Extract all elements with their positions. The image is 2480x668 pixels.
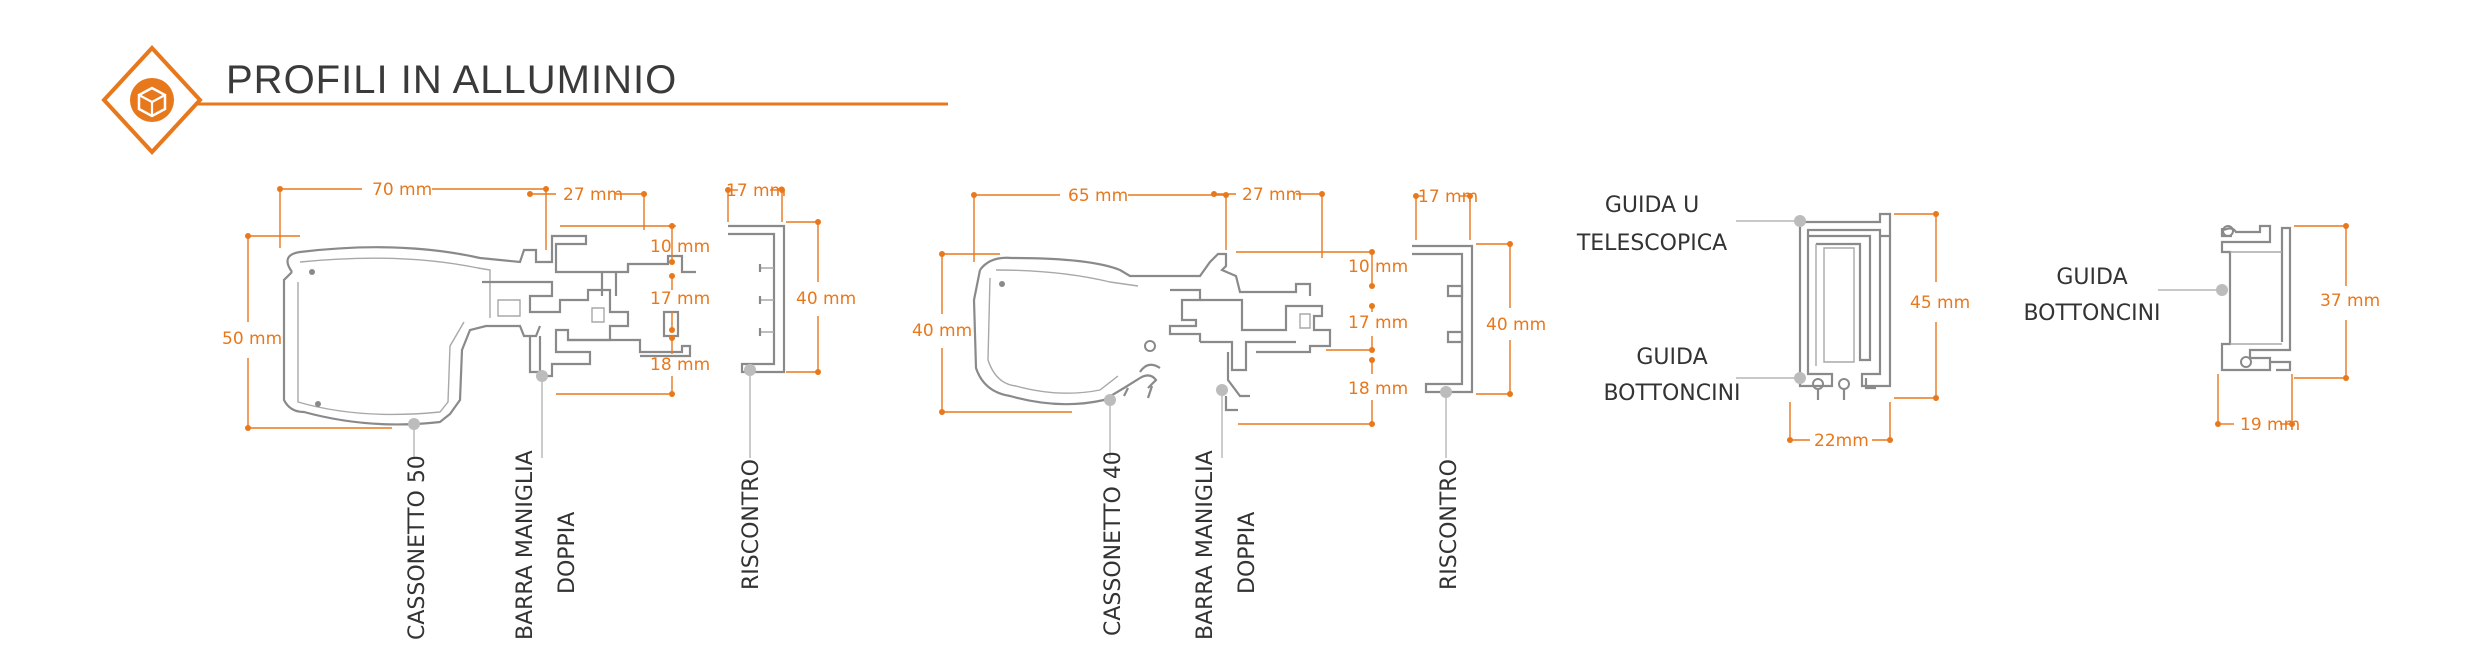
guida-bottoncini-profile [2220, 224, 2292, 372]
width-label-3: 22mm [1814, 431, 1869, 451]
page-title: PROFILI IN ALLUMINIO [226, 58, 677, 102]
nub-label: 27 mm [563, 185, 623, 205]
d1-label-2: 10 mm [1348, 257, 1408, 277]
label-barra-maniglia-1: BARRA MANIGLIA [513, 450, 538, 640]
group3-dimensions: 45 mm 22mm [1787, 211, 1970, 451]
profile-group-cassonetto-40: 65 mm 27 mm 17 mm 40 mm 10 mm [912, 185, 1546, 640]
group1-labels: CASSONETTO 50 BARRA MANIGLIA DOPPIA RISC… [405, 364, 764, 640]
d1-label: 10 mm [650, 237, 710, 257]
cassonetto-40-profile [972, 252, 1332, 412]
riscontro-width-label-2: 17 mm [1418, 187, 1478, 207]
group3-labels: GUIDA U TELESCOPICA GUIDA BOTTONCINI [1576, 193, 1806, 406]
group1-dimensions: 70 mm 27 mm 17 mm 50 mm [222, 180, 856, 431]
height-label-3: 45 mm [1910, 293, 1970, 313]
header: PROFILI IN ALLUMINIO [101, 45, 948, 155]
guida-u-profile [1798, 212, 1892, 400]
label-riscontro-2: RISCONTRO [1437, 459, 1462, 590]
label-guida-u-line2: TELESCOPICA [1576, 231, 1727, 256]
riscontro-height-label-2: 40 mm [1486, 315, 1546, 335]
height-label-2: 40 mm [912, 321, 972, 341]
riscontro-height-label: 40 mm [796, 289, 856, 309]
group4-labels: GUIDA BOTTONCINI [2023, 265, 2228, 326]
profile-group-guida-bottoncini: 37 mm 19 mm GUIDA BOTTONCINI [2023, 223, 2380, 435]
width-label-4: 19 mm [2240, 415, 2300, 435]
label-doppia-2: DOPPIA [1235, 512, 1260, 594]
label-barra-maniglia-2: BARRA MANIGLIA [1193, 450, 1218, 640]
profile-group-cassonetto-50: 70 mm 27 mm 17 mm 50 mm [222, 180, 856, 640]
box-3d-icon [101, 45, 203, 155]
nub-label-2: 27 mm [1242, 185, 1302, 205]
height-label-4: 37 mm [2320, 291, 2380, 311]
d3-label-2: 18 mm [1348, 379, 1408, 399]
group2-labels: CASSONETTO 40 BARRA MANIGLIA DOPPIA RISC… [1101, 384, 1462, 640]
label-riscontro-1: RISCONTRO [739, 459, 764, 590]
d2-label-2: 17 mm [1348, 313, 1408, 333]
riscontro-width-label: 17 mm [726, 181, 786, 201]
height-label: 50 mm [222, 329, 282, 349]
riscontro-2-profile [1412, 244, 1474, 394]
label-cassonetto-40: CASSONETTO 40 [1101, 451, 1126, 636]
label-guida-u-line1: GUIDA U [1605, 193, 1699, 218]
label-guida-4-line2: BOTTONCINI [2023, 301, 2160, 326]
group4-dimensions: 37 mm 19 mm [2215, 223, 2380, 435]
label-guida-bottoncini-line2: BOTTONCINI [1603, 381, 1740, 406]
label-guida-4-line1: GUIDA [2056, 265, 2127, 290]
label-cassonetto-50: CASSONETTO 50 [405, 455, 430, 640]
label-doppia-1: DOPPIA [555, 512, 580, 594]
d3-label: 18 mm [650, 355, 710, 375]
profile-group-guida-u: 45 mm 22mm GUIDA U TELESCOPICA GUIDA BOT… [1576, 193, 1970, 451]
label-guida-bottoncini-line1: GUIDA [1636, 345, 1707, 370]
width-label: 70 mm [372, 180, 432, 200]
d2-label: 17 mm [650, 289, 710, 309]
group2-dimensions: 65 mm 27 mm 17 mm 40 mm 10 mm [912, 185, 1546, 427]
width-label-2: 65 mm [1068, 186, 1128, 206]
riscontro-1-profile [728, 224, 786, 374]
cassonetto-50-profile [282, 234, 696, 426]
